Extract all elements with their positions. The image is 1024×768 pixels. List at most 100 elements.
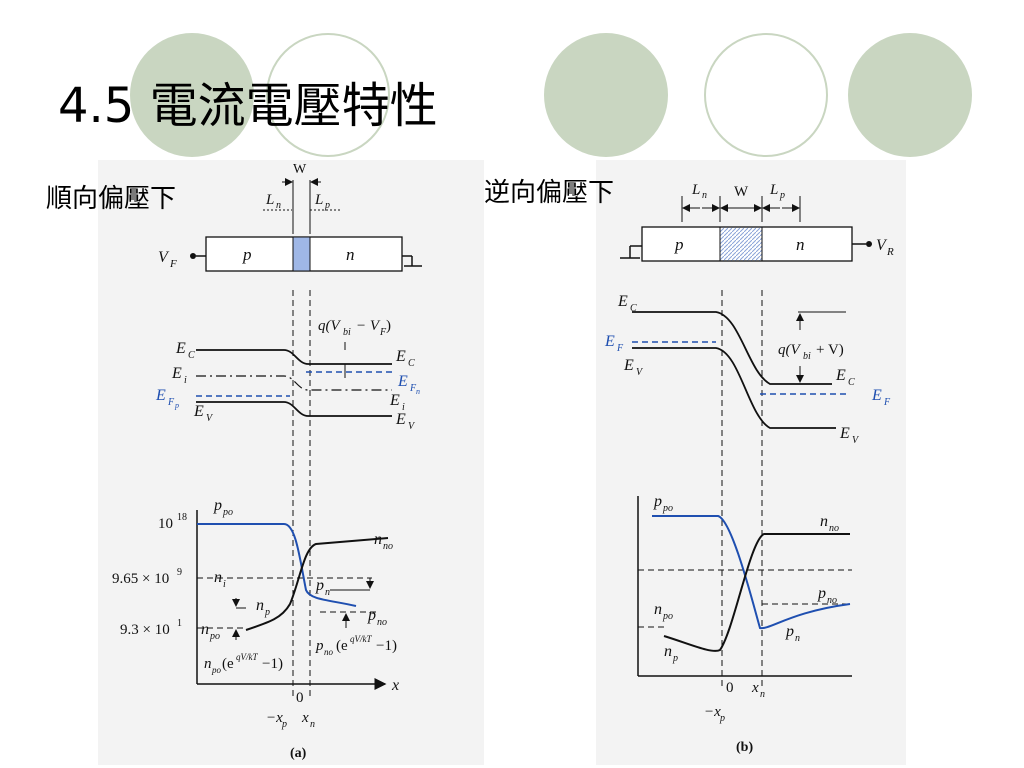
svg-text:n: n	[795, 633, 800, 644]
svg-text:E: E	[155, 387, 166, 404]
svg-text:n: n	[201, 621, 209, 638]
svg-text:p: p	[653, 493, 662, 510]
svg-text:p: p	[817, 585, 826, 602]
svg-text:p: p	[785, 623, 794, 640]
svg-text:V: V	[408, 421, 416, 432]
svg-text:bi: bi	[343, 327, 351, 338]
svg-text:n: n	[276, 200, 281, 211]
svg-text:C: C	[188, 350, 195, 361]
svg-text:C: C	[630, 303, 637, 314]
svg-text:p: p	[324, 200, 330, 211]
svg-text:E: E	[623, 357, 634, 374]
svg-text:9.3 × 10: 9.3 × 10	[120, 622, 170, 638]
svg-text:n: n	[204, 656, 212, 672]
svg-text:F: F	[379, 327, 387, 338]
svg-text:V: V	[636, 367, 644, 378]
svg-text:q(V: q(V	[318, 318, 341, 334]
svg-text:0: 0	[726, 680, 734, 696]
svg-text:n: n	[374, 531, 382, 548]
forward-band-diagram: q(V bi − V F ) E C E i E F p E V E C E F…	[155, 290, 420, 700]
svg-text:18: 18	[177, 512, 187, 523]
svg-text:x: x	[391, 677, 399, 694]
svg-text:n: n	[664, 643, 672, 660]
svg-text:E: E	[617, 293, 628, 310]
svg-text:W: W	[293, 162, 307, 177]
decor-circle-5	[848, 33, 972, 157]
svg-text:E: E	[389, 392, 400, 409]
svg-text:n: n	[820, 513, 828, 530]
svg-text:W: W	[734, 184, 749, 200]
svg-text:n: n	[796, 235, 805, 254]
svg-text:(e: (e	[336, 638, 348, 654]
svg-text:F: F	[616, 343, 624, 354]
svg-text:C: C	[848, 377, 855, 388]
svg-text:): )	[386, 318, 391, 334]
svg-text:E: E	[839, 425, 850, 442]
svg-text:no: no	[827, 595, 837, 606]
svg-text:n: n	[325, 587, 330, 598]
svg-text:p: p	[281, 719, 287, 730]
reverse-device: p n V R L n W L p	[620, 182, 894, 262]
decor-circle-3	[544, 33, 668, 157]
svg-text:−x: −x	[704, 704, 721, 720]
svg-text:V: V	[206, 413, 214, 424]
svg-text:1: 1	[177, 618, 182, 629]
svg-text:−1): −1)	[376, 638, 397, 654]
svg-text:n: n	[346, 245, 355, 264]
svg-text:−1): −1)	[262, 656, 283, 672]
svg-text:p: p	[315, 638, 324, 654]
svg-text:L: L	[265, 192, 274, 208]
svg-text:p: p	[779, 190, 785, 201]
svg-text:p: p	[367, 607, 376, 624]
svg-text:L: L	[314, 192, 323, 208]
svg-text:E: E	[871, 387, 882, 404]
svg-text:p: p	[242, 245, 252, 264]
reverse-bias-heading: 逆向偏壓下	[484, 178, 615, 208]
svg-text:p: p	[174, 401, 179, 410]
forward-bias-heading: 順向偏壓下	[46, 184, 177, 214]
svg-text:E: E	[395, 411, 406, 428]
svg-text:−x: −x	[266, 710, 283, 726]
svg-text:qV/kT: qV/kT	[350, 634, 372, 644]
svg-text:p: p	[719, 713, 725, 724]
svg-text:+ V): + V)	[816, 342, 844, 358]
svg-text:C: C	[408, 358, 415, 369]
svg-text:p: p	[213, 497, 222, 514]
svg-text:n: n	[416, 387, 420, 396]
svg-text:n: n	[654, 601, 662, 618]
reverse-band-diagram: q(V bi + V) E C E F E V E C E F E V	[604, 290, 891, 690]
svg-text:i: i	[223, 579, 226, 590]
svg-text:no: no	[383, 541, 393, 552]
decor-circle-2	[266, 33, 390, 157]
svg-text:no: no	[324, 647, 334, 657]
svg-text:qV/kT: qV/kT	[236, 652, 258, 662]
svg-text:po: po	[211, 665, 222, 675]
svg-text:0: 0	[296, 690, 304, 706]
svg-text:E: E	[395, 348, 406, 365]
svg-text:E: E	[193, 403, 204, 420]
svg-text:F: F	[883, 397, 891, 408]
svg-text:9.65 × 10: 9.65 × 10	[112, 571, 169, 587]
svg-text:p: p	[672, 653, 678, 664]
decor-circle-4	[704, 33, 828, 157]
page-title: 4.5 電流電壓特性	[58, 78, 438, 134]
svg-text:p: p	[264, 607, 270, 618]
svg-text:n: n	[760, 689, 765, 700]
svg-text:L: L	[691, 182, 700, 198]
svg-text:(e: (e	[222, 656, 234, 672]
svg-text:9: 9	[177, 567, 182, 578]
svg-text:n: n	[310, 719, 315, 730]
svg-text:p: p	[674, 235, 684, 254]
svg-text:po: po	[662, 611, 673, 622]
svg-text:bi: bi	[803, 351, 811, 362]
svg-text:F: F	[409, 383, 417, 394]
svg-text:po: po	[209, 631, 220, 642]
svg-text:q(V: q(V	[778, 342, 801, 358]
svg-text:p: p	[315, 577, 324, 594]
svg-text:(a): (a)	[290, 746, 307, 761]
svg-text:no: no	[377, 617, 387, 628]
svg-text:E: E	[604, 333, 615, 350]
svg-text:i: i	[184, 375, 187, 386]
decor-circle-1	[130, 33, 254, 157]
